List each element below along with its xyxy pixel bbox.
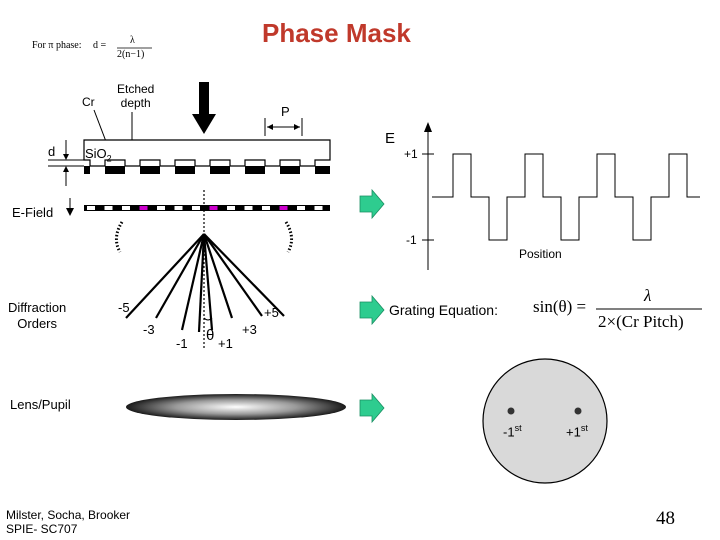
incident-beam-arrow: [192, 82, 216, 134]
diffraction-ray: [155, 233, 205, 319]
etched-depth-line1: Etched: [117, 82, 155, 96]
e-field-segment-magenta: [209, 206, 218, 210]
e-field-segment-white: [122, 206, 130, 210]
etched-depth-label: Etched depth: [117, 82, 154, 110]
pupil-circle: [482, 358, 608, 484]
green-arrow-pupil: [359, 392, 385, 424]
grating-equation-label: Grating Equation:: [389, 302, 498, 318]
diffraction-ray: [125, 233, 205, 319]
etched-depth-line2: depth: [120, 96, 151, 110]
grating-equation-numerator: λ: [644, 286, 652, 305]
formula-denominator: 2(n−1): [117, 49, 145, 60]
e-field-bar-base: [84, 205, 330, 211]
pupil-plus-first-dot: [574, 407, 582, 415]
pupil-plus-first-text: +1: [566, 424, 581, 440]
d-label: d: [48, 144, 56, 159]
green-arrow-grating: [359, 294, 385, 326]
green-arrows: [359, 188, 385, 424]
substrate-label-main: SiO: [85, 146, 107, 161]
pitch-dimension: [264, 118, 303, 136]
pitch-label: P: [281, 104, 290, 119]
diffraction-ray: [203, 233, 285, 317]
envelope-right-dotted: [284, 221, 293, 253]
theta-arc: [203, 317, 213, 321]
e-field-segment-white: [104, 206, 113, 210]
page-number: 48: [656, 508, 675, 529]
e-field-segment-white: [314, 206, 323, 210]
order-label-plus-5: +5: [264, 305, 279, 320]
order-label-minus-1: -1: [176, 336, 188, 351]
waveform-minus-one-label: -1: [406, 233, 417, 247]
diffraction-ray: [202, 233, 214, 331]
substrate-label: SiO2: [85, 146, 112, 164]
lens-pupil-label: Lens/Pupil: [10, 397, 71, 412]
diffraction-ray: [180, 233, 206, 331]
e-field-segment-white: [244, 206, 253, 210]
grating-equation-lhs: sin(θ) =: [533, 297, 587, 316]
diffraction-orders-line2: Orders: [17, 316, 58, 331]
formula-numerator: λ: [130, 35, 135, 46]
lens: [126, 394, 346, 420]
footer-credit: Milster, Socha, Brooker SPIE- SC707: [6, 508, 130, 536]
e-field-segment-magenta: [279, 206, 288, 210]
order-label-minus-5: -5: [118, 300, 130, 315]
grating-equation-denominator: 2×(Cr Pitch): [598, 312, 684, 331]
order-label-minus-3: -3: [143, 322, 155, 337]
waveform-axes: [422, 122, 434, 270]
e-field-segment-white: [87, 206, 95, 210]
e-field-segment-magenta: [139, 206, 148, 210]
waveform-e-label: E: [385, 130, 396, 147]
order-label-plus-3: +3: [242, 322, 257, 337]
diffraction-ray: [197, 233, 206, 333]
diffraction-rays: [125, 233, 285, 333]
e-field-segment-white: [157, 206, 165, 210]
diffraction-orders-line1: Diffraction: [8, 300, 67, 315]
footer-authors: Milster, Socha, Brooker: [6, 508, 131, 522]
envelope-left-dotted: [115, 221, 124, 253]
pupil-plus-first-sup: st: [580, 423, 588, 433]
cr-label: Cr: [82, 95, 95, 109]
e-field-segment-white: [192, 206, 200, 210]
square-wave: [432, 153, 700, 241]
formula-lhs: d =: [93, 40, 107, 51]
phase-mask-substrate: [83, 139, 331, 174]
waveform-plus-one-label: +1: [404, 147, 418, 161]
diffraction-ray: [202, 233, 234, 319]
pupil-minus-first-label: -1st: [503, 423, 522, 439]
formula-prefix: For π phase:: [32, 40, 82, 51]
footer-course: SPIE- SC707: [6, 522, 78, 536]
pupil-minus-first-text: -1: [503, 424, 515, 440]
e-field-segment-white: [174, 206, 183, 210]
waveform-position-label: Position: [519, 247, 562, 261]
substrate-label-sub: 2: [106, 153, 112, 164]
pupil-plus-first-label: +1st: [566, 423, 588, 439]
e-field-segment-white: [227, 206, 235, 210]
order-label-plus-1: +1: [218, 336, 233, 351]
page-title: Phase Mask: [262, 18, 411, 48]
theta-label: θ: [206, 327, 215, 344]
e-field-segment-white: [297, 206, 305, 210]
pupil-minus-first-dot: [507, 407, 515, 415]
diffraction-ray: [203, 233, 263, 317]
e-field-bar: [66, 198, 330, 216]
pupil-minus-first-sup: st: [514, 423, 522, 433]
green-arrow-efield: [359, 188, 385, 220]
d-dimension: [48, 140, 84, 186]
e-field-label: E-Field: [12, 205, 54, 220]
diffraction-orders-label: Diffraction Orders: [8, 300, 66, 332]
e-field-segment-white: [262, 206, 270, 210]
